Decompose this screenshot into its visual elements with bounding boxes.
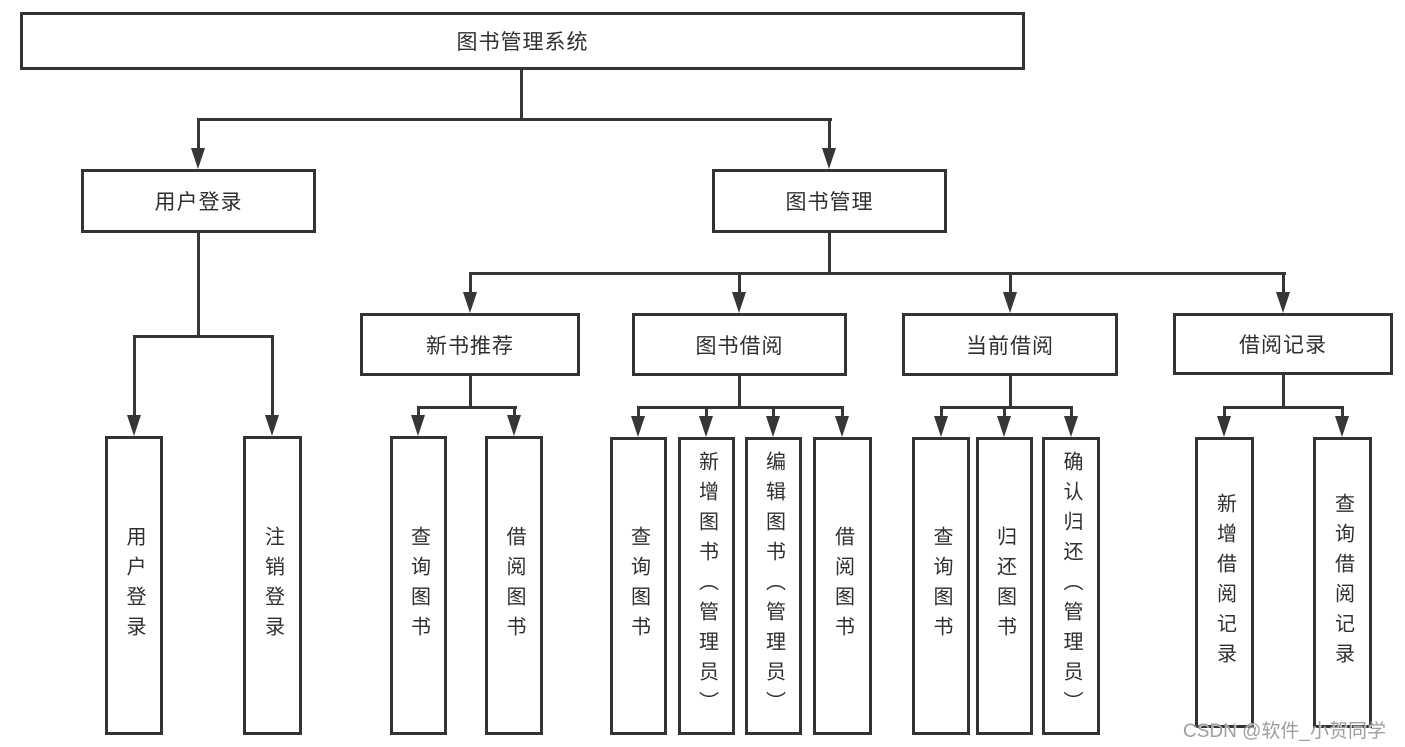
arrow-down-icon [732, 292, 746, 313]
leaf-label: 确认归还（管理员） [1060, 451, 1082, 721]
connector-line [772, 406, 775, 418]
connector-line [841, 406, 844, 418]
leaf-user-login: 用户登录 [105, 436, 163, 735]
connector-line [828, 118, 831, 152]
connector-line [1282, 374, 1285, 409]
leaf-add-books-admin: 新增图书（管理员） [678, 437, 735, 735]
connector-line [1223, 406, 1226, 418]
connector-line [469, 375, 472, 409]
arrow-down-icon [127, 415, 141, 436]
arrow-down-icon [265, 415, 279, 436]
connector-line [1341, 406, 1344, 418]
arrow-down-icon [934, 416, 948, 437]
arrow-down-icon [631, 416, 645, 437]
node-current-borrow: 当前借阅 [902, 313, 1118, 376]
leaf-label: 归还图书 [993, 526, 1016, 646]
arrow-down-icon [507, 415, 521, 436]
node-user-login: 用户登录 [81, 169, 316, 233]
leaf-label: 编辑图书（管理员） [762, 451, 785, 721]
arrow-down-icon [1217, 416, 1231, 437]
node-book-mgmt: 图书管理 [712, 169, 947, 233]
connector-line [197, 118, 832, 121]
leaf-label: 查询图书 [627, 526, 650, 646]
connector-line [417, 406, 420, 418]
connector-line [513, 406, 516, 418]
leaf-label: 新增借阅记录 [1213, 492, 1236, 673]
connector-line [469, 272, 1286, 275]
arrow-down-icon [1003, 292, 1017, 313]
connector-line [197, 233, 200, 338]
connector-line [520, 70, 523, 121]
connector-line [469, 272, 472, 296]
leaf-query-borrow-record: 查询借阅记录 [1313, 437, 1372, 728]
connector-line [1009, 272, 1012, 296]
connector-line [1282, 272, 1285, 296]
connector-line [133, 335, 274, 338]
node-book-borrow: 图书借阅 [632, 313, 847, 376]
leaf-label: 借阅图书 [831, 526, 854, 646]
arrow-down-icon [1276, 292, 1290, 313]
connector-line [417, 406, 517, 409]
arrow-down-icon [835, 416, 849, 437]
leaf-borrow-books-borrow: 借阅图书 [813, 437, 872, 735]
leaf-label: 查询图书 [930, 526, 952, 646]
leaf-query-books-rec: 查询图书 [390, 436, 447, 735]
connector-line [940, 406, 1072, 409]
leaf-label: 新增图书（管理员） [695, 451, 718, 721]
connector-line [271, 335, 274, 418]
connector-line [738, 272, 741, 296]
connector-line [1003, 406, 1006, 418]
connector-line [940, 406, 943, 418]
arrow-down-icon [1335, 416, 1349, 437]
arrow-down-icon [766, 416, 780, 437]
connector-line [133, 335, 136, 418]
arrow-down-icon [997, 416, 1011, 437]
arrow-down-icon [822, 148, 836, 169]
connector-line [738, 376, 741, 409]
connector-line [1009, 376, 1012, 409]
leaf-confirm-return-admin: 确认归还（管理员） [1042, 437, 1100, 735]
arrow-down-icon [463, 292, 477, 313]
leaf-edit-books-admin: 编辑图书（管理员） [745, 437, 802, 735]
leaf-label: 注销登录 [261, 525, 284, 646]
node-root: 图书管理系统 [20, 12, 1025, 70]
node-borrow-records: 借阅记录 [1173, 313, 1393, 375]
leaf-query-books-borrow: 查询图书 [610, 437, 667, 735]
connector-line [637, 406, 843, 409]
connector-line [197, 118, 200, 152]
watermark: CSDN @软件_小贺同学 [1183, 721, 1386, 742]
connector-line [1070, 406, 1073, 418]
arrow-down-icon [699, 416, 713, 437]
leaf-borrow-books-rec: 借阅图书 [485, 436, 543, 735]
arrow-down-icon [191, 148, 205, 169]
connector-line [1223, 406, 1344, 409]
leaf-logout: 注销登录 [243, 436, 302, 735]
leaf-label: 用户登录 [123, 525, 145, 646]
connector-line [637, 406, 640, 418]
node-new-book-rec: 新书推荐 [360, 313, 580, 376]
connector-line [828, 233, 831, 275]
leaf-label: 查询借阅记录 [1331, 492, 1354, 673]
connector-line [705, 406, 708, 418]
arrow-down-icon [411, 415, 425, 436]
leaf-add-borrow-record: 新增借阅记录 [1195, 437, 1254, 728]
leaf-query-books-current: 查询图书 [912, 437, 970, 735]
leaf-return-books: 归还图书 [976, 437, 1033, 735]
leaf-label: 借阅图书 [503, 525, 525, 646]
arrow-down-icon [1064, 416, 1078, 437]
leaf-label: 查询图书 [407, 525, 430, 646]
